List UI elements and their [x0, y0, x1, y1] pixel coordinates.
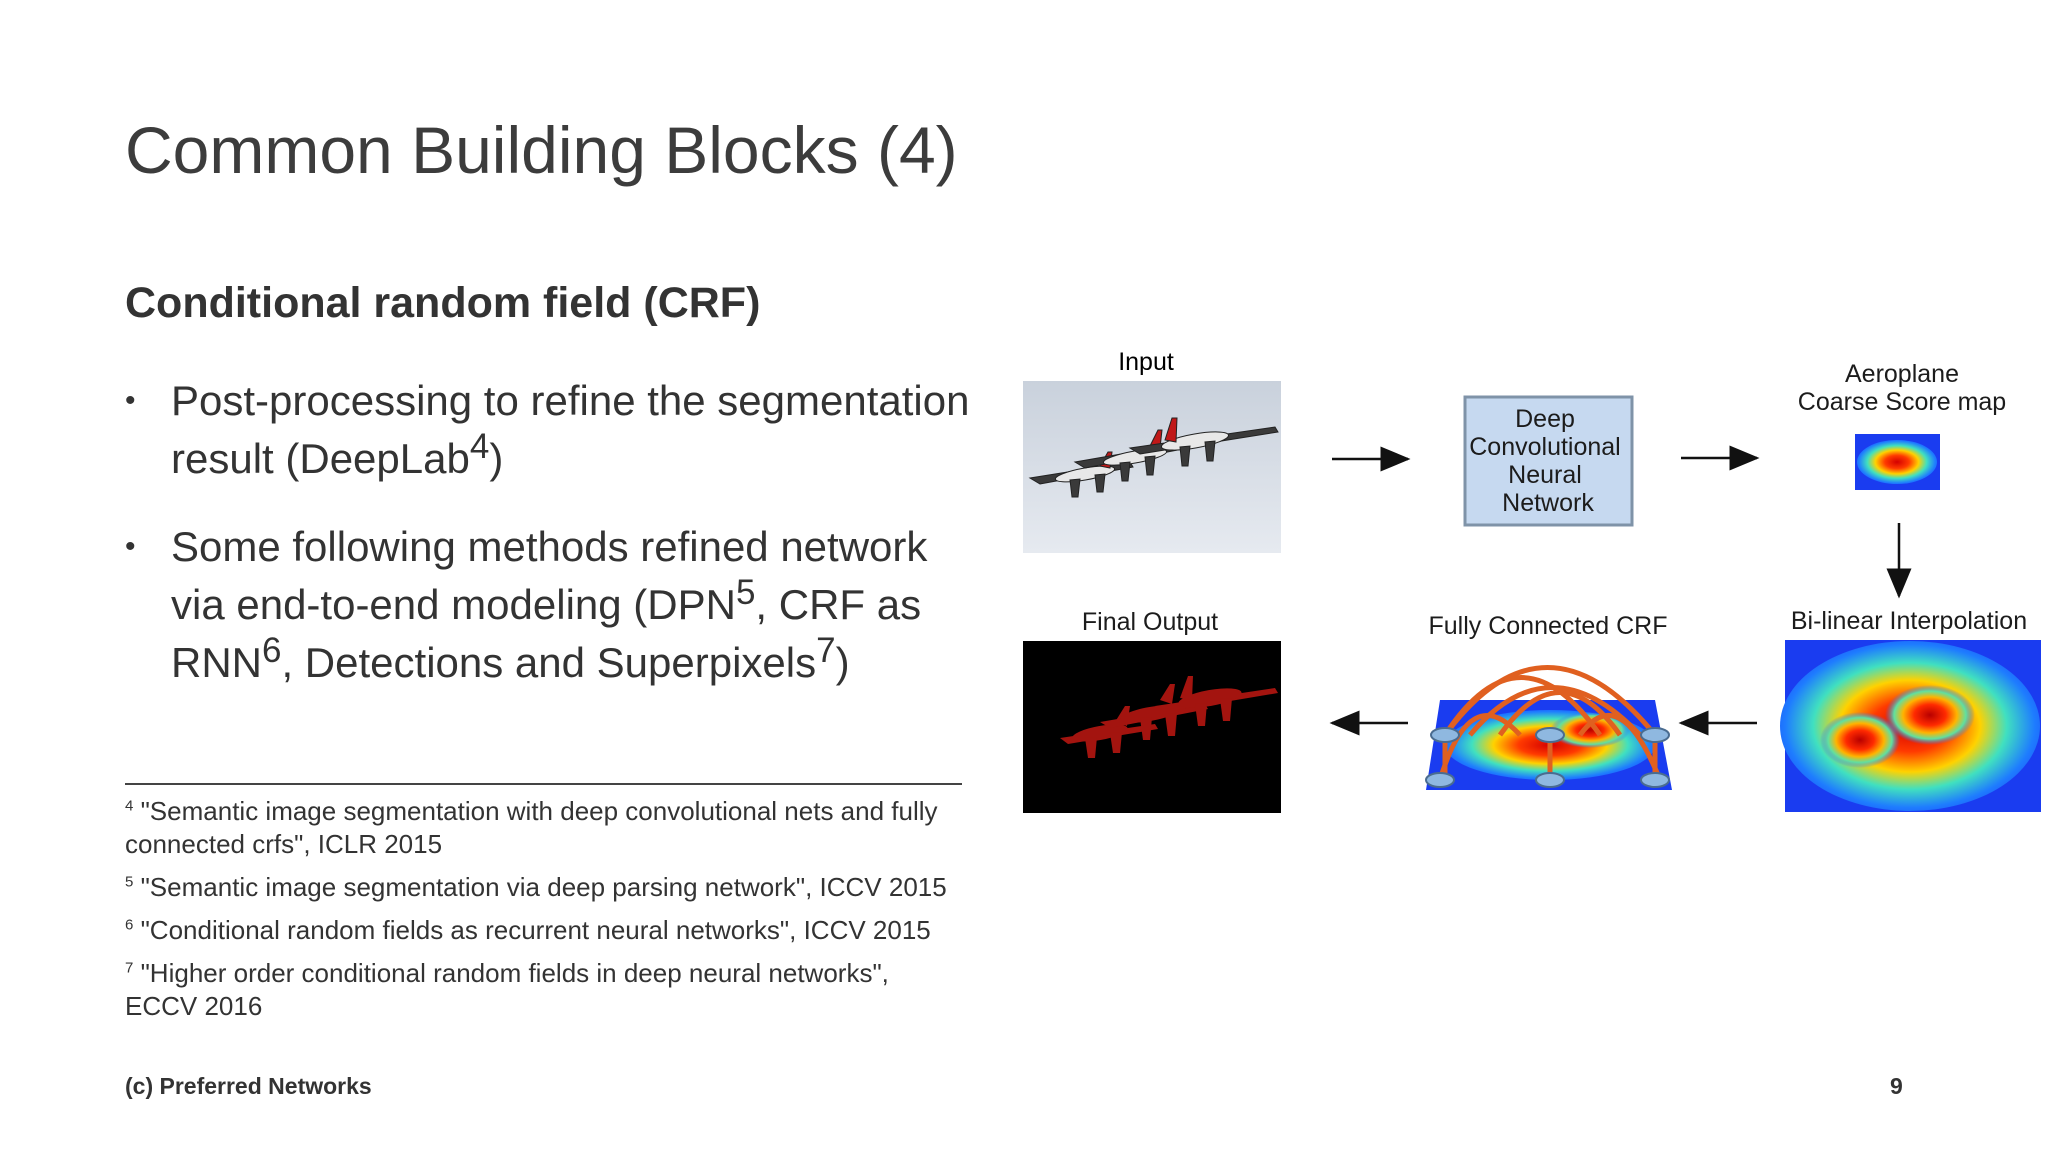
- final-output-image: [1023, 641, 1281, 813]
- bullet-text: ): [489, 435, 504, 482]
- page-number: 9: [1890, 1073, 1903, 1099]
- bullet-text: , Detections and Superpixels: [281, 639, 817, 686]
- airplane-icon: [1028, 451, 1134, 498]
- footer-copyright: (c) Preferred Networks: [125, 1073, 372, 1099]
- footnote-ref: 6: [262, 631, 282, 670]
- footnote-text: "Higher order conditional random fields …: [125, 958, 889, 1021]
- footnote-number: 5: [125, 873, 134, 891]
- footnote-ref: 7: [816, 631, 836, 670]
- bullet-item: • Post-processing to refine the segmenta…: [125, 372, 985, 488]
- footnote-text: "Conditional random fields as recurrent …: [140, 915, 931, 945]
- footnote-text: "Semantic image segmentation with deep c…: [125, 796, 938, 859]
- output-label: Final Output: [1082, 608, 1218, 636]
- footnote-number: 4: [125, 797, 134, 815]
- input-label: Input: [1118, 348, 1174, 376]
- bullet-text: , CRF as RNN: [171, 581, 922, 686]
- footnote-separator: [125, 783, 962, 785]
- footnote-ref: 5: [735, 573, 756, 612]
- footnote-text: "Semantic image segmentation via deep pa…: [140, 872, 947, 902]
- bullet-dot-icon: •: [125, 384, 136, 417]
- footnote: 7 "Higher order conditional random field…: [125, 957, 965, 1023]
- dcnn-label-line: Convolutional: [1469, 433, 1621, 461]
- footnote-number: 7: [125, 959, 134, 977]
- footnote-number: 6: [125, 916, 134, 934]
- crf-nodes: [1425, 727, 1670, 788]
- bullet-text: ): [835, 639, 850, 686]
- input-image: [1023, 381, 1281, 553]
- coarse-label-line: Aeroplane: [1845, 360, 1959, 388]
- bullet-list: • Post-processing to refine the segmenta…: [125, 372, 985, 722]
- dcnn-label-line: Deep: [1515, 405, 1575, 433]
- crf-graph: [1425, 665, 1672, 790]
- bullet-text: Post-processing to refine the segmentati…: [171, 377, 970, 482]
- dcnn-box: [1463, 395, 1634, 527]
- footnote-ref: 4: [469, 427, 490, 466]
- coarse-label-line: Coarse Score map: [1798, 388, 2006, 416]
- bullet-text: Some following methods refined network v…: [171, 523, 928, 628]
- bullet-item: • Some following methods refined network…: [125, 518, 985, 692]
- dcnn-label-line: Neural: [1508, 461, 1582, 489]
- interp-label: Bi-linear Interpolation: [1791, 607, 2027, 635]
- coarse-score-map: [1855, 434, 1940, 490]
- dcnn-label-line: Network: [1502, 489, 1594, 517]
- segmentation-mask: [1060, 676, 1278, 758]
- slide-title: Common Building Blocks (4): [125, 113, 958, 187]
- section-heading: Conditional random field (CRF): [125, 279, 761, 327]
- footnotes: 4 "Semantic image segmentation with deep…: [125, 795, 965, 1033]
- bullet-dot-icon: •: [125, 530, 136, 563]
- interpolated-score-map: [1780, 640, 2041, 812]
- airplane-icon: [1128, 417, 1279, 467]
- crf-label: Fully Connected CRF: [1429, 612, 1668, 640]
- footnote: 4 "Semantic image segmentation with deep…: [125, 795, 965, 861]
- footnote: 5 "Semantic image segmentation via deep …: [125, 871, 965, 904]
- footnote: 6 "Conditional random fields as recurren…: [125, 914, 965, 947]
